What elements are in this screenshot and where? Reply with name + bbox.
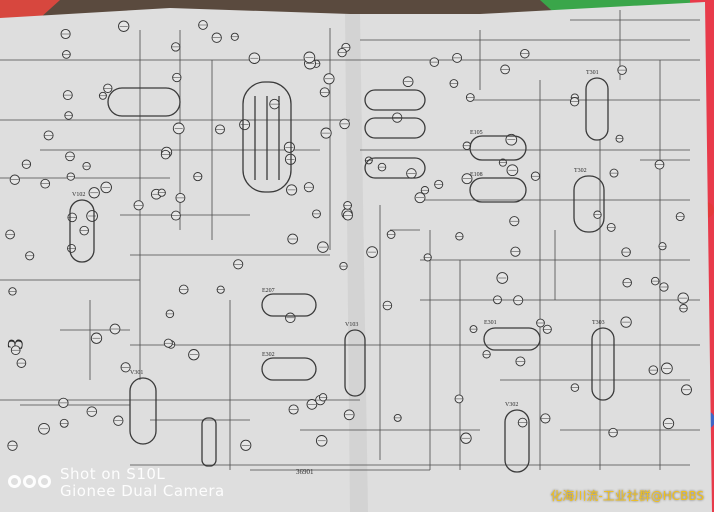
vessel-v201 [344, 329, 366, 397]
camera-watermark-line2: Gionee Dual Camera [60, 482, 225, 500]
exchanger-e104 [469, 135, 527, 161]
bottom-note: 36901 [296, 468, 314, 476]
source-watermark: 化海川流-工业社群@HCBBS [550, 489, 704, 503]
tank-label: E207 [262, 288, 275, 294]
tank-label: V301 [130, 370, 143, 376]
exchanger-e301 [483, 327, 541, 351]
tank-label: V302 [505, 402, 518, 408]
vessel-v102 [69, 199, 95, 263]
column-t102 [573, 175, 605, 233]
tank-label: E301 [484, 320, 497, 326]
column-t101 [585, 77, 609, 141]
camera-watermark: Shot on S10L Gionee Dual Camera [8, 466, 225, 500]
vessel-v203 [129, 377, 157, 445]
exchanger-e101 [364, 89, 426, 111]
paper-fold-shadow [345, 14, 368, 512]
exchanger-e201 [261, 293, 317, 317]
column-t302 [504, 409, 530, 473]
margin-mark: 3 [2, 337, 28, 350]
camera-logo-icon [8, 470, 52, 496]
column-t301 [591, 327, 615, 401]
tank-label: E105 [470, 130, 483, 136]
camera-watermark-line1: Shot on S10L [60, 465, 166, 483]
tank-label: T301 [586, 70, 599, 76]
tank-label: E108 [470, 172, 483, 178]
tank-label: T303 [592, 320, 605, 326]
vessels [69, 77, 615, 473]
instrument-bubbles [5, 20, 692, 451]
exchanger-e105 [469, 177, 527, 203]
exchanger-e103 [364, 157, 426, 179]
exchanger-e202 [261, 357, 317, 381]
tank-label: V103 [345, 322, 358, 328]
tank-label: T302 [574, 168, 587, 174]
tank-label: V102 [72, 192, 85, 198]
drum-v101 [107, 87, 181, 117]
vessel-v204 [201, 417, 217, 467]
exchanger-e102 [364, 117, 426, 139]
reactor-r101 [242, 81, 292, 193]
tank-label: E302 [262, 352, 275, 358]
